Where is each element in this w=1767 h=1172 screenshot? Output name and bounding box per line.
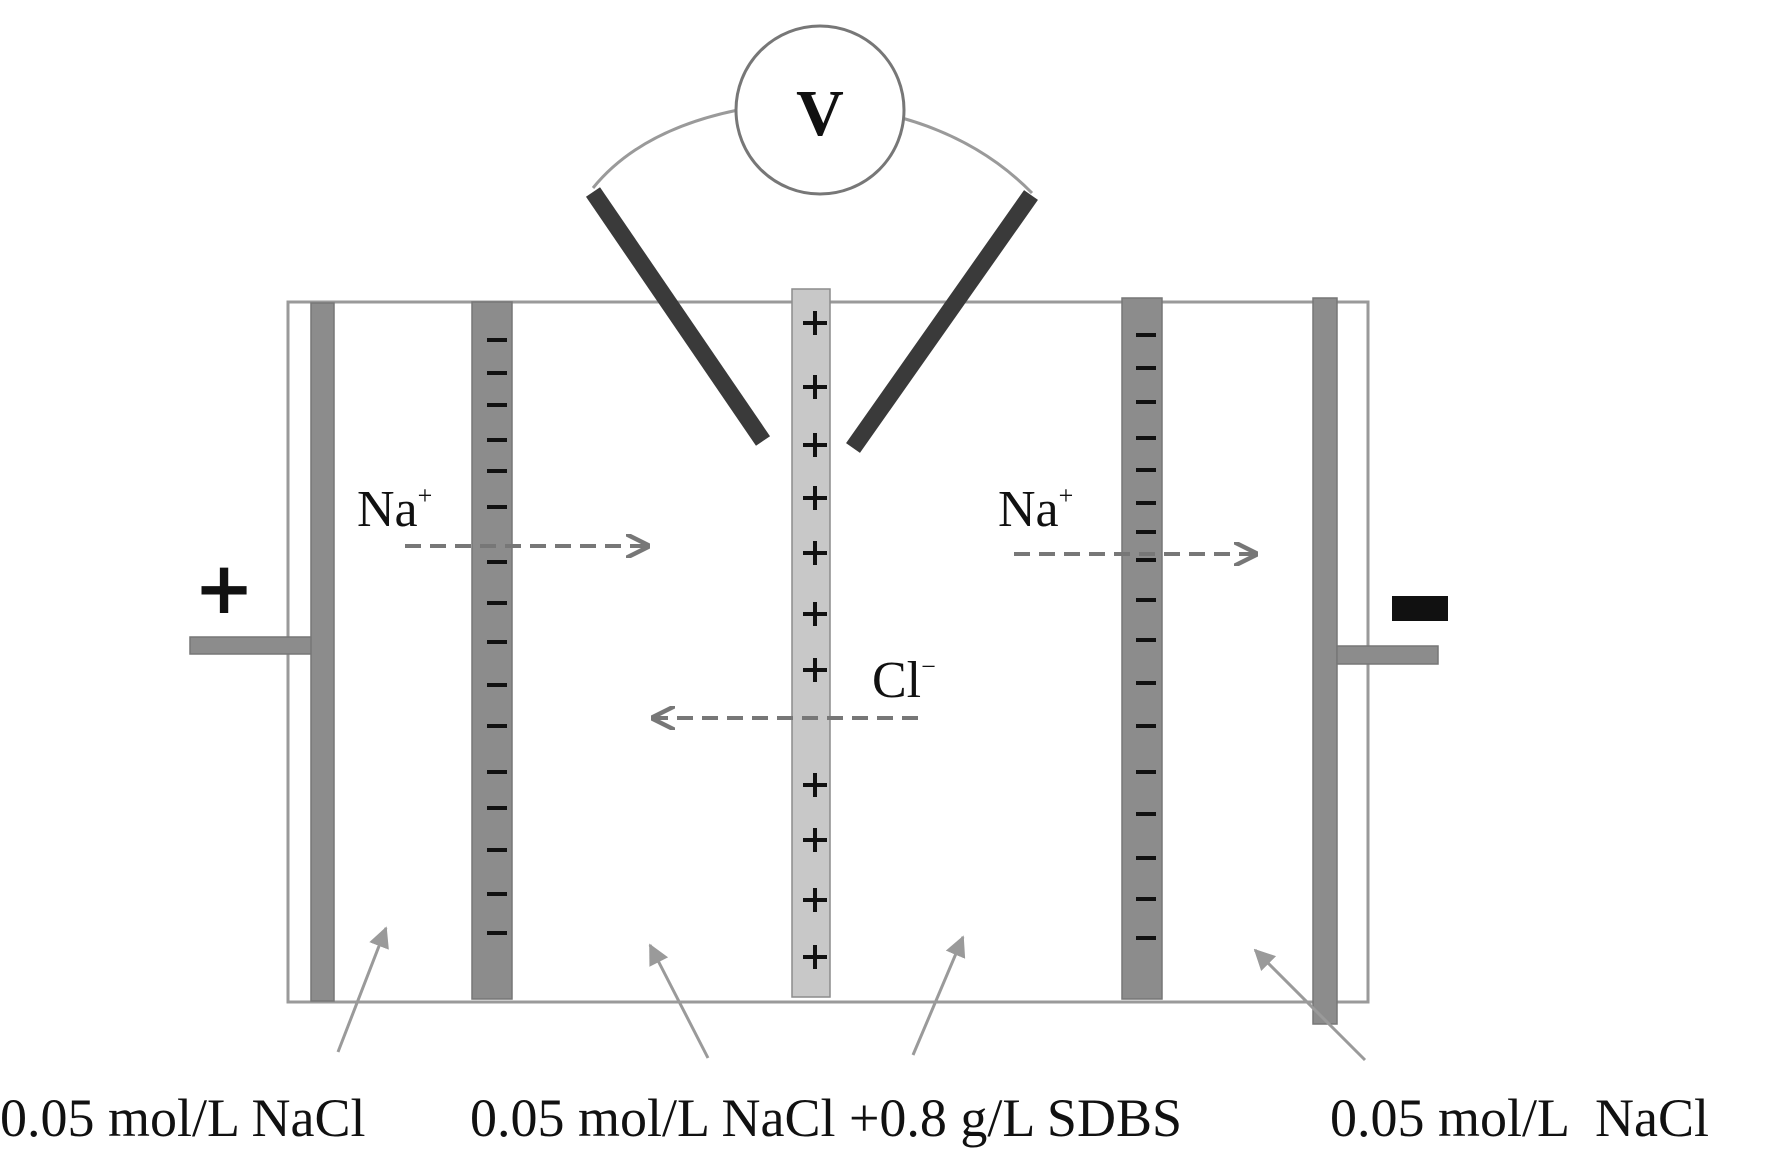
negative-charge [1136,638,1156,642]
negative-charge [487,601,507,605]
cathode-terminal [1336,645,1439,665]
negative-charge [1136,856,1156,860]
negative-charge [487,683,507,687]
pointer-arrow-3 [911,935,966,1056]
cation-exchange-membrane-left [471,301,513,1000]
negative-charge [1136,400,1156,404]
negative-charge [487,640,507,644]
negative-charge [487,806,507,810]
negative-charge [1136,366,1156,370]
anion-exchange-membrane [791,288,831,998]
solution-label-2: 0.05 mol/L NaCl +0.8 g/L SDBS [470,1088,1182,1148]
ion-label-na-left: Na+ [357,481,432,538]
positive-charge [803,773,827,797]
negative-charge [1136,897,1156,901]
solution-label-3: 0.05 mol/L NaCl [1330,1088,1709,1148]
anode-sign: + [194,546,254,630]
negative-charge [487,371,507,375]
positive-charge [803,433,827,457]
cathode-sign [1392,596,1448,621]
membrane-charges-left [487,338,507,935]
positive-charge [803,945,827,969]
negative-charge [1136,558,1156,562]
negative-charge [487,724,507,728]
positive-charge [803,541,827,565]
probe-left [585,187,771,446]
negative-charge [1136,724,1156,728]
negative-charge [487,892,507,896]
probe-right [846,190,1038,453]
positive-charge [803,828,827,852]
positive-charge [803,602,827,626]
negative-charge [1136,598,1156,602]
positive-charge [803,888,827,912]
anode-electrode [310,302,335,1002]
voltmeter-wire-right [901,116,1034,195]
cathode-electrode [1312,297,1338,1025]
negative-charge [1136,501,1156,505]
pointer-arrow-1 [336,926,389,1053]
negative-charge [1136,681,1156,685]
negative-charge [487,403,507,407]
positive-charge [803,375,827,399]
negative-charge [1136,333,1156,337]
voltmeter-circle [734,24,906,196]
pointer-arrow-4 [1253,948,1367,1062]
voltmeter: V [734,24,906,196]
negative-charge [1136,770,1156,774]
anode-terminal [189,636,313,655]
negative-charge [487,770,507,774]
ion-label-na-right: Na+ [998,481,1073,538]
negative-charge [487,469,507,473]
negative-charge [1136,468,1156,472]
negative-charge [1136,530,1156,534]
membrane-charges-center [803,311,827,969]
voltmeter-symbol: V [796,77,844,150]
negative-charge [1136,936,1156,940]
membrane-charges-right [1136,333,1156,940]
negative-charge [487,505,507,509]
negative-charge [487,931,507,935]
solution-label-1: 0.05 mol/L NaCl [0,1088,365,1148]
positive-charge [803,311,827,335]
positive-charge [803,658,827,682]
negative-charge [487,848,507,852]
negative-charge [487,560,507,564]
cation-exchange-membrane-right [1121,297,1163,1000]
negative-charge [487,338,507,342]
negative-charge [487,438,507,442]
negative-charge [1136,812,1156,816]
negative-charge [1136,436,1156,440]
positive-charge [803,486,827,510]
pointer-arrow-2 [648,943,710,1059]
ion-label-cl: Cl− [872,652,936,709]
voltmeter-wire-left [591,108,739,189]
